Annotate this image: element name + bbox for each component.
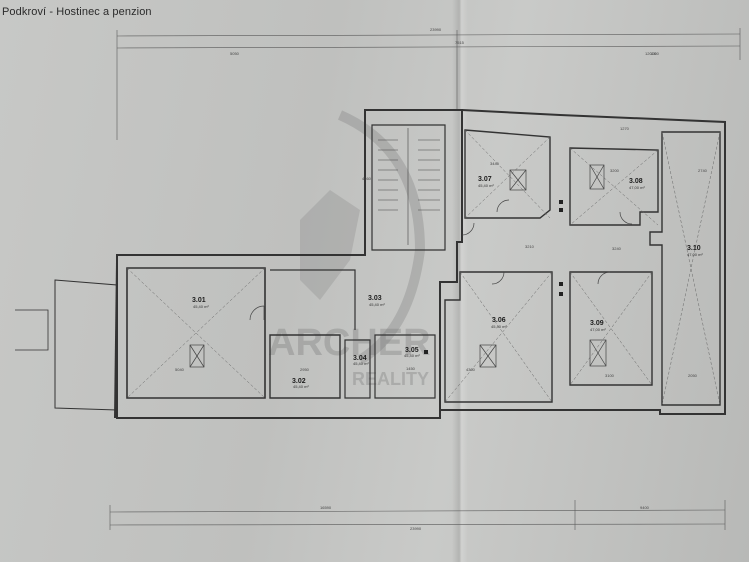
- svg-text:47,00 m²: 47,00 m²: [629, 185, 645, 190]
- svg-text:45,40 m²: 45,40 m²: [193, 304, 209, 309]
- staircase: [378, 128, 440, 245]
- dim-9: 3100: [605, 373, 615, 378]
- outlet-markers: [424, 200, 563, 354]
- dim-4: 3210: [525, 244, 535, 249]
- room-3-09: 3.09 47,00 m²: [590, 320, 606, 332]
- room-3-06: 3.06 45,40 m²: [491, 317, 507, 329]
- room-3-04: 3.04 45,40 m²: [353, 355, 369, 366]
- building-walls: [15, 109, 726, 419]
- dim-bottom-left: 16590: [320, 505, 332, 510]
- svg-text:3.09: 3.09: [590, 320, 604, 327]
- room-3-08: 3.08 47,00 m²: [629, 178, 645, 190]
- dim-11: 1450: [406, 366, 416, 371]
- svg-text:45,40 m²: 45,40 m²: [353, 361, 369, 366]
- roof-lines: [126, 129, 721, 406]
- dim-bottom-total: 23990: [410, 526, 422, 531]
- svg-text:45,40 m²: 45,40 m²: [369, 302, 385, 307]
- svg-text:3.07: 3.07: [478, 176, 492, 183]
- dim-6: 5040: [175, 367, 185, 372]
- watermark: ARCHER REALITY: [268, 110, 431, 389]
- dim-3: 2740: [698, 168, 708, 173]
- dim-13: 1270: [620, 126, 630, 131]
- watermark-line1: ARCHER: [268, 322, 431, 364]
- drawing-title: Podkroví - Hostinec a penzion: [2, 6, 152, 18]
- room-3-03: 3.03 45,40 m²: [368, 295, 385, 307]
- dim-8: 4300: [466, 367, 476, 372]
- svg-text:3.01: 3.01: [192, 297, 206, 304]
- svg-text:3.03: 3.03: [368, 295, 382, 302]
- svg-text:47,00 m²: 47,00 m²: [590, 327, 606, 332]
- watermark-line2: REALITY: [352, 369, 429, 389]
- svg-text:45,40 m²: 45,40 m²: [404, 353, 420, 358]
- svg-text:45,40 m²: 45,40 m²: [478, 183, 494, 188]
- dim-14: 1200: [650, 51, 660, 56]
- svg-text:45,40 m²: 45,40 m²: [491, 324, 507, 329]
- room-3-01: 3.01 45,40 m²: [192, 297, 209, 309]
- svg-text:45,40 m²: 45,40 m²: [293, 384, 309, 389]
- dim-7: 2950: [300, 367, 310, 372]
- dim-5: 3240: [612, 246, 622, 251]
- dim-bottom-right: 9400: [640, 505, 650, 510]
- room-3-10: 3.10 47,00 m²: [687, 245, 703, 257]
- room-3-07: 3.07 45,40 m²: [478, 176, 494, 188]
- room-3-05: 3.05 45,40 m²: [404, 347, 420, 358]
- top-dimension-lines: [116, 28, 741, 140]
- svg-text:3.08: 3.08: [629, 178, 643, 185]
- svg-text:3.06: 3.06: [492, 317, 506, 324]
- dim-top-total: 23990: [430, 27, 442, 32]
- svg-text:3.05: 3.05: [405, 347, 419, 354]
- dim-10: 2050: [688, 373, 698, 378]
- svg-text:3.10: 3.10: [687, 245, 701, 252]
- dim-1: 3440: [490, 161, 500, 166]
- dim-top-left: 5050: [230, 51, 240, 56]
- room-3-02: 3.02 45,40 m²: [292, 378, 309, 389]
- dim-12: 4560: [362, 176, 372, 181]
- dim-2: 3200: [610, 168, 620, 173]
- door-swings: [249, 199, 633, 321]
- bottom-dimension-lines: [109, 500, 726, 530]
- dim-top-mid: 7515: [455, 40, 465, 45]
- svg-text:3.02: 3.02: [292, 378, 306, 385]
- svg-text:47,00 m²: 47,00 m²: [687, 252, 703, 257]
- skylights: [189, 164, 607, 368]
- svg-text:3.04: 3.04: [353, 355, 367, 362]
- dim-top-right: 12010: [645, 51, 657, 56]
